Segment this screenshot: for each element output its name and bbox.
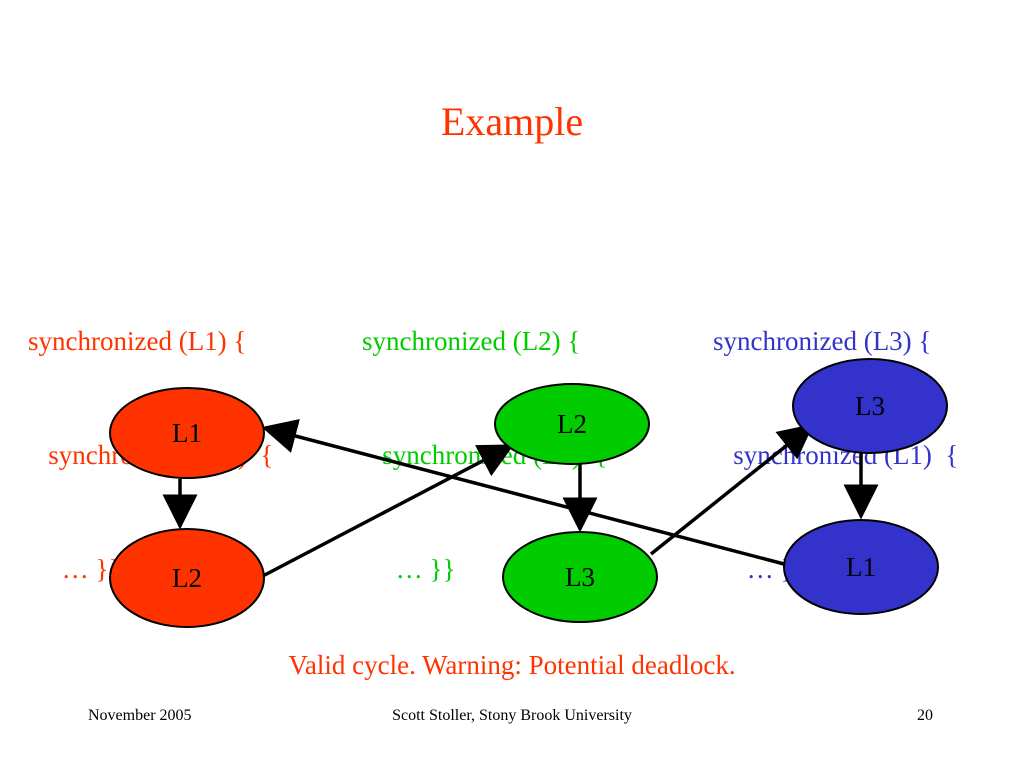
node-green-L2-label: L2 bbox=[557, 409, 587, 439]
node-red-L2: L2 bbox=[109, 528, 265, 628]
node-red-L2-label: L2 bbox=[172, 563, 202, 593]
code-line: synchronized (L3) { bbox=[713, 326, 932, 356]
footer-page-number: 20 bbox=[917, 707, 933, 724]
code-line: synchronized (L2) { bbox=[362, 326, 581, 356]
code-line: synchronized (L1) { bbox=[28, 326, 247, 356]
node-red-L2-shape bbox=[109, 528, 265, 628]
node-red-L1: L1 bbox=[109, 387, 265, 479]
node-red-L1-label: L1 bbox=[172, 418, 202, 448]
warning-text: Valid cycle. Warning: Potential deadlock… bbox=[288, 650, 736, 680]
node-green-L2: L2 bbox=[494, 383, 650, 465]
node-green-L2-shape bbox=[494, 383, 650, 465]
edges-layer bbox=[162, 419, 879, 580]
node-green-L3: L3 bbox=[502, 531, 658, 623]
node-blue-L3: L3 bbox=[792, 358, 948, 454]
node-blue-L3-label: L3 bbox=[855, 391, 885, 421]
slide-title: Example bbox=[440, 99, 584, 144]
code-line: … }} bbox=[362, 554, 456, 584]
edge-green-L3-to-blue-L3 bbox=[649, 423, 814, 556]
node-blue-L1-shape bbox=[783, 519, 939, 615]
footer-author: Scott Stoller, Stony Brook University bbox=[392, 707, 632, 724]
node-blue-L1-label: L1 bbox=[846, 552, 876, 582]
node-blue-L3-shape bbox=[792, 358, 948, 454]
footer-date: November 2005 bbox=[88, 707, 192, 724]
edge-red-L2-to-green-L2 bbox=[258, 444, 515, 580]
node-blue-L1: L1 bbox=[783, 519, 939, 615]
node-green-L3-label: L3 bbox=[565, 562, 595, 592]
node-red-L1-shape bbox=[109, 387, 265, 479]
node-green-L3-shape bbox=[502, 531, 658, 623]
edge-blue-L1-to-red-L1 bbox=[261, 419, 785, 566]
